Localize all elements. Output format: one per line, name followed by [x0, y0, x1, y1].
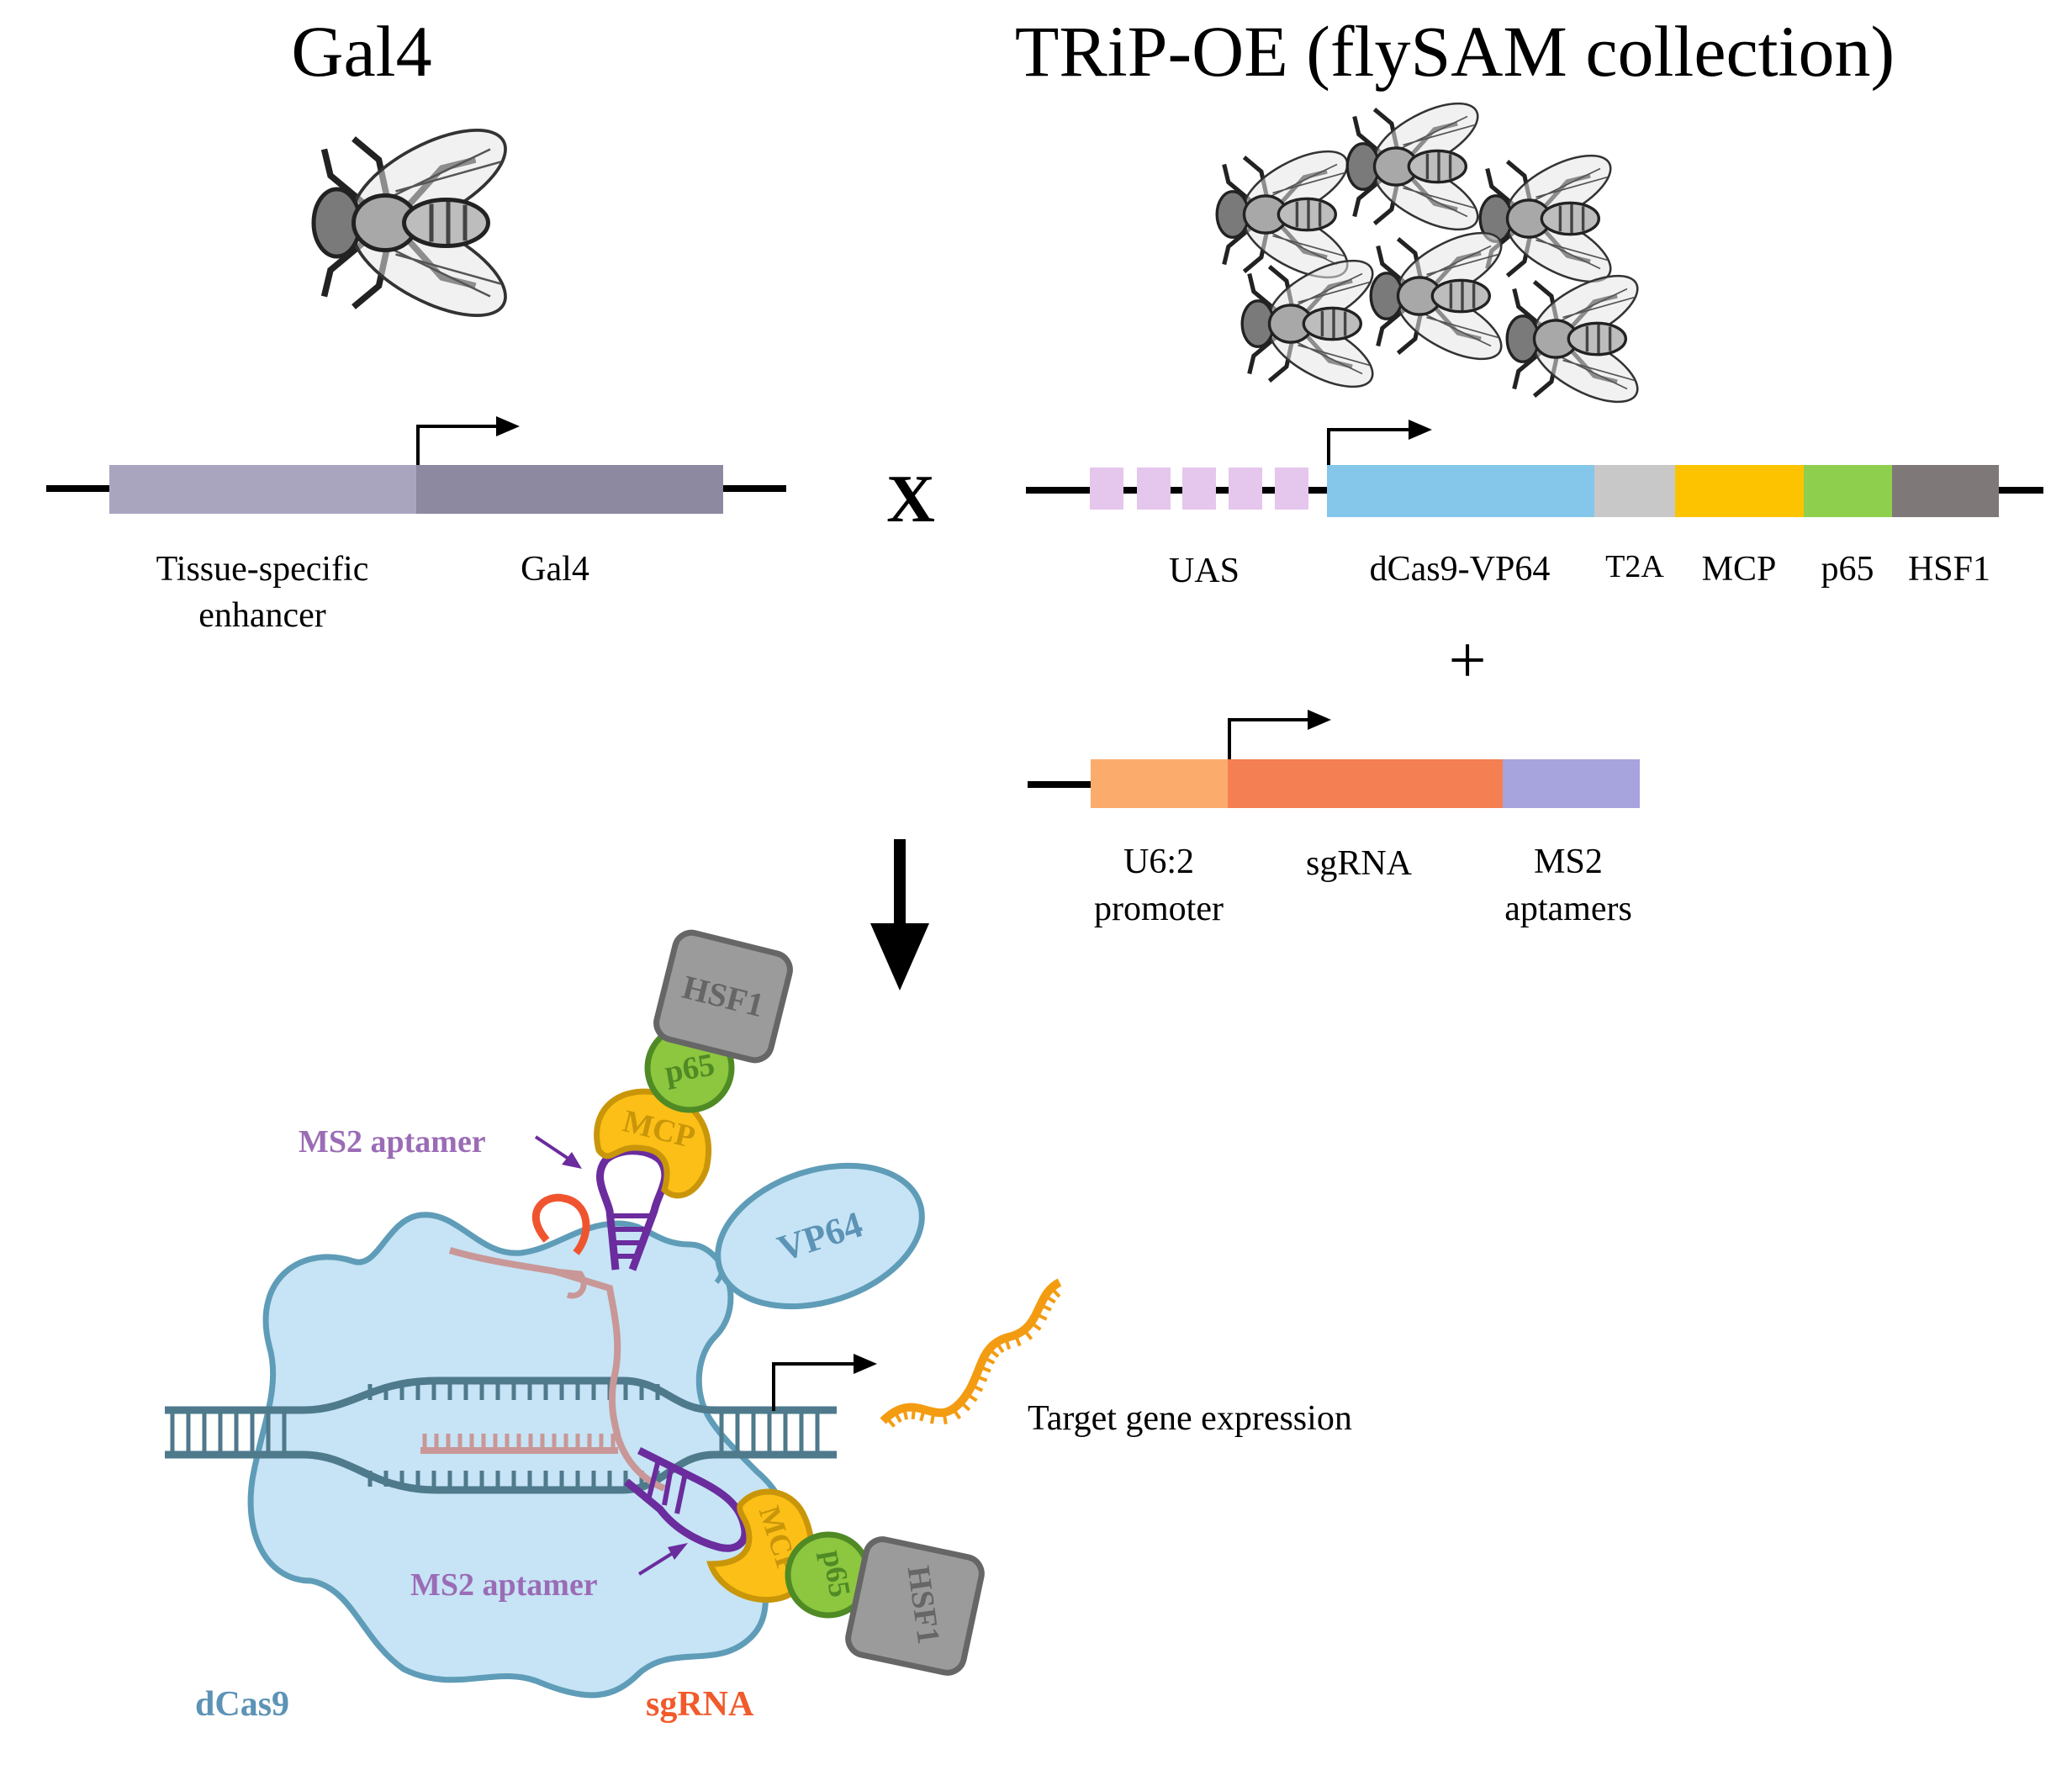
uas-box	[1090, 468, 1123, 510]
hsf1-bottom	[845, 1536, 985, 1676]
p65-segment	[1804, 465, 1892, 517]
p65-top-label: p65	[662, 1047, 717, 1091]
mcp-label: MCP	[1702, 550, 1777, 589]
tissue-enhancer-segment	[109, 465, 416, 514]
gal4-construct: Tissue-specific enhancer Gal4	[46, 416, 786, 635]
plus-symbol: +	[1448, 624, 1486, 698]
uas-label: UAS	[1169, 552, 1240, 590]
u6-label-line1: U6:2	[1123, 843, 1194, 881]
p65-label: p65	[1821, 550, 1874, 589]
activator-bottom: MCP p65 HSF1	[706, 1488, 985, 1676]
fly-trip-3	[1480, 142, 1620, 296]
uas-construct: UAS dCas9-VP64 T2A MCP p65 HSF1	[1026, 420, 2043, 590]
hsf1-segment	[1892, 465, 1999, 517]
sgrna-loop	[531, 1193, 590, 1255]
dna-bottom-strand	[165, 1450, 837, 1494]
sgrna-segment	[1228, 759, 1503, 808]
uas-box	[1229, 468, 1262, 510]
tissue-enhancer-label-line2: enhancer	[198, 596, 326, 635]
t2a-label: T2A	[1605, 549, 1664, 584]
cross-symbol: X	[886, 462, 935, 536]
ms2-aptamer-top-label: MS2 aptamer	[299, 1124, 486, 1160]
u6-promoter-segment	[1091, 759, 1228, 808]
ms2-aptamer-bottom	[624, 1446, 749, 1552]
sgrna-construct-label: sgRNA	[1306, 844, 1413, 883]
dna-base-pairs	[170, 1384, 820, 1487]
mcp-top	[594, 1088, 712, 1199]
u6-promoter-arrow	[1228, 718, 1312, 759]
uas-box	[1275, 468, 1308, 510]
t2a-segment	[1594, 465, 1675, 517]
fly-trip-6	[1507, 262, 1647, 416]
mrna-transcript	[880, 1278, 1062, 1428]
uas-box	[1137, 468, 1171, 510]
ms2-label-line2: aptamers	[1504, 890, 1632, 928]
p65-bottom-label: p65	[816, 1547, 857, 1599]
title-gal4: Gal4	[291, 11, 431, 92]
down-arrow	[870, 839, 929, 991]
uas-promoter-arrow	[1327, 428, 1413, 465]
sgrna-strand	[420, 1247, 666, 1492]
gal4-label: Gal4	[521, 550, 589, 589]
dcas9-vp64-segment	[1327, 465, 1594, 517]
sam-complex: VP64 MCP p65 HSF1 MCP p65 HSF1 MS2 aptam…	[165, 929, 1352, 1724]
fly-gal4	[314, 110, 521, 336]
target-expression-label: Target gene expression	[1028, 1399, 1352, 1438]
hsf1-label: HSF1	[1908, 550, 1990, 589]
fly-trip-5	[1371, 219, 1511, 373]
sgrna-construct: U6:2 promoter sgRNA MS2 aptamers	[1028, 710, 1640, 928]
ms2-label-line1: MS2	[1534, 843, 1603, 881]
fly-trip-2	[1347, 90, 1488, 244]
u6-label-line2: promoter	[1094, 890, 1224, 928]
dna-top-strand	[165, 1376, 837, 1414]
tissue-enhancer-label-line1: Tissue-specific	[156, 550, 369, 589]
ms2-aptamers-segment	[1503, 759, 1640, 808]
title-trip-oe: TRiP-OE (flySAM collection)	[1015, 11, 1895, 92]
gal4-segment	[416, 465, 723, 514]
dcas9-label: dCas9	[195, 1685, 289, 1724]
dcas9-vp64-label: dCas9-VP64	[1370, 550, 1551, 589]
gal4-promoter-arrow	[416, 425, 500, 465]
mcp-segment	[1675, 465, 1804, 517]
sgrna-label: sgRNA	[646, 1685, 754, 1724]
activator-top: MCP p65 HSF1	[594, 929, 793, 1199]
ms2-aptamer-bottom-label: MS2 aptamer	[410, 1567, 598, 1603]
hsf1-top	[653, 929, 793, 1064]
uas-box	[1182, 468, 1216, 510]
target-promoter-arrow	[772, 1362, 858, 1411]
vp64-domain	[715, 1162, 925, 1310]
sgrna-base-pairs	[422, 1434, 616, 1448]
